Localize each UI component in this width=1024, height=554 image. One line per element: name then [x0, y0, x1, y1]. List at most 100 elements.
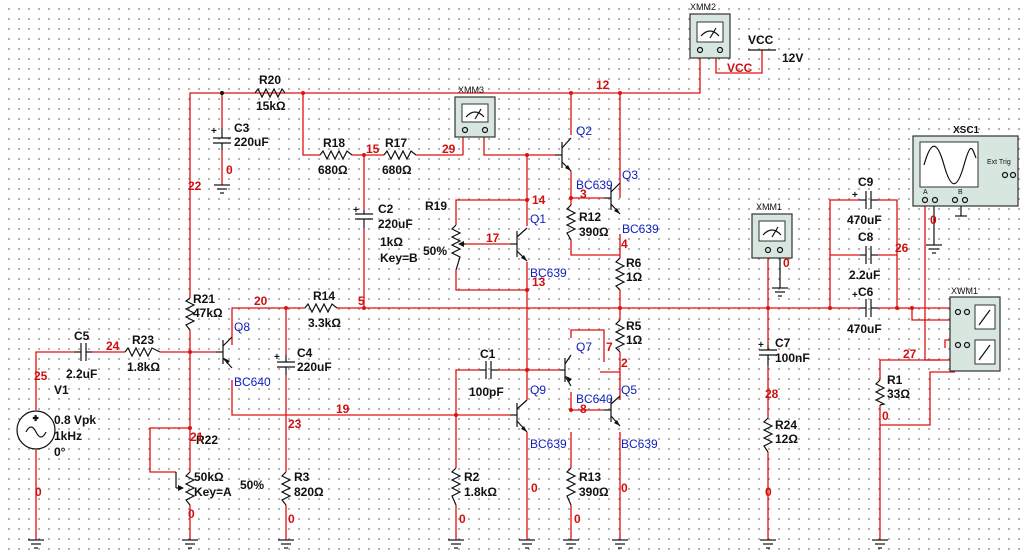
transistor-symbols [216, 137, 621, 433]
q8-type: BC640 [234, 375, 271, 389]
ground-icon [28, 539, 44, 549]
resistor-r3 [280, 471, 292, 506]
q1-type: BC639 [530, 266, 567, 280]
ground-icon [563, 539, 579, 549]
xwm1-label: XWM1 [951, 286, 978, 296]
svg-text:+: + [758, 340, 764, 351]
r22-name: R22 [196, 433, 218, 447]
q2-name: Q2 [576, 124, 592, 138]
ground-icon [612, 539, 628, 549]
q7-type: BC640 [576, 392, 613, 406]
transistor-q5 [604, 395, 621, 427]
xsc1-label: XSC1 [953, 125, 980, 136]
capacitor-c8 [860, 246, 878, 264]
vcc-top-label: VCC [748, 33, 774, 47]
supply-voltage: 12V [782, 51, 803, 65]
xmm3-label: XMM3 [458, 85, 484, 95]
node-17: 17 [486, 231, 500, 245]
r6-name: R6 [626, 256, 642, 270]
multimeter-xmm3[interactable] [454, 96, 496, 138]
resistor-symbols [124, 87, 886, 506]
r13-name: R13 [579, 470, 601, 484]
polarity-marks: + + + + + + [211, 126, 858, 363]
c5-value: 2.2uF [66, 367, 97, 381]
wattmeter-xwm1[interactable] [949, 296, 1001, 372]
r5-value: 1Ω [626, 333, 643, 347]
r12-value: 390Ω [579, 225, 609, 239]
wires [35, 50, 955, 540]
q5-type: BC639 [621, 437, 658, 451]
r17-name: R17 [385, 136, 407, 150]
r22-value: 50kΩ [194, 470, 224, 484]
multimeter-xmm1[interactable] [751, 213, 793, 259]
resistor-r18 [319, 149, 353, 161]
node-24: 24 [106, 339, 120, 353]
ground-icon [182, 539, 198, 549]
r14-value: 3.3kΩ [308, 316, 341, 330]
node-2: 2 [621, 356, 628, 370]
r14-name: R14 [313, 289, 335, 303]
capacitor-c5 [74, 343, 92, 361]
resistor-r12 [565, 204, 577, 241]
capacitor-c4 [277, 355, 295, 375]
resistor-r20 [254, 87, 286, 99]
ground-icon [519, 539, 535, 549]
xmm2-label: XMM2 [690, 2, 716, 12]
c1-value: 100pF [469, 385, 504, 399]
ac-source-v1: + [16, 410, 56, 450]
q3-type: BC639 [622, 222, 659, 236]
c7-name: C7 [775, 336, 791, 350]
c6-value: 470uF [847, 322, 882, 336]
v1-phase: 0° [54, 445, 66, 459]
c2-value: 220uF [378, 217, 413, 231]
r1-value: 33Ω [887, 387, 910, 401]
r19-key: Key=B [380, 251, 418, 265]
q9-type: BC639 [530, 437, 567, 451]
c9-name: C9 [858, 175, 874, 189]
r20-name: R20 [259, 73, 281, 87]
node-8: 8 [580, 402, 587, 416]
potentiometer-r22 [184, 471, 196, 506]
node-3: 3 [580, 187, 587, 201]
q7-name: Q7 [576, 340, 592, 354]
c4-value: 220uF [297, 360, 332, 374]
r21-name: R21 [193, 292, 215, 306]
resistor-r6 [614, 257, 626, 291]
node-0-v1: 0 [35, 485, 42, 499]
c3-value: 220uF [234, 135, 269, 149]
r2-value: 1.8kΩ [464, 485, 497, 499]
node-0-r3: 0 [288, 512, 295, 526]
c8-value: 2.2uF [849, 268, 880, 282]
multimeter-xmm2[interactable] [689, 13, 731, 59]
node-labels: 12 15 29 14 17 13 3 4 5 20 22 0 0 26 0 2… [34, 78, 937, 526]
r1-name: R1 [887, 373, 903, 387]
r3-value: 820Ω [294, 485, 324, 499]
resistor-r24 [762, 417, 774, 453]
junction-dots [188, 91, 914, 430]
xmm1-label: XMM1 [756, 202, 782, 212]
c4-name: C4 [297, 346, 313, 360]
svg-text:+: + [33, 413, 38, 423]
q3-name: Q3 [622, 168, 638, 182]
r21-value: 47kΩ [193, 306, 223, 320]
v1-amplitude: 0.8 Vpk [54, 413, 96, 427]
transistor-q7 [560, 354, 572, 387]
node-26: 26 [895, 241, 909, 255]
resistor-r5 [614, 319, 626, 353]
node-23: 23 [288, 417, 302, 431]
node-13: 13 [532, 275, 546, 289]
node-21: 21 [190, 430, 204, 444]
c8-name: C8 [858, 230, 874, 244]
oscilloscope-xsc1[interactable] [912, 135, 1019, 207]
c9-value: 470uF [847, 213, 882, 227]
resistor-r17 [383, 149, 417, 161]
scope-channel-b: B [958, 189, 963, 196]
ground-symbols [28, 184, 967, 549]
svg-text:+: + [211, 126, 217, 137]
r24-name: R24 [775, 418, 797, 432]
node-27: 27 [903, 347, 917, 361]
ext-trig-label: Ext Trig [987, 159, 1011, 166]
node-20: 20 [254, 294, 268, 308]
